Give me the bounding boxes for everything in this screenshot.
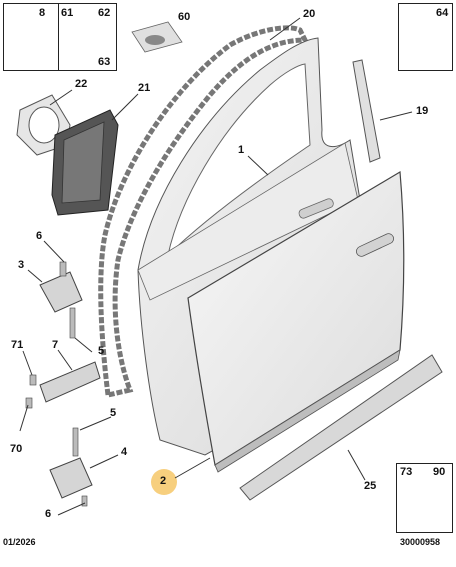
callout-7: 7 (52, 339, 59, 351)
footer-reference: 30000958 (400, 537, 441, 547)
callout-90: 90 (433, 466, 446, 478)
callout-61: 61 (61, 7, 74, 19)
callout-8: 8 (39, 7, 46, 19)
sill-moulding (239, 354, 443, 501)
door-check-strap-part (25, 361, 101, 409)
callout-60: 60 (178, 11, 191, 23)
callout-64: 64 (436, 7, 449, 19)
callout-6-lower: 6 (45, 508, 52, 520)
highlight-marker (151, 469, 177, 495)
window-trim-strip (352, 59, 381, 163)
clips-box-art (131, 21, 183, 53)
divider-line (58, 3, 59, 71)
skin-lower-edge (214, 349, 401, 473)
decal-parts-box (3, 3, 117, 71)
fastener-box (396, 463, 453, 533)
callout-20: 20 (303, 8, 316, 20)
callout-73: 73 (400, 466, 413, 478)
inner-handle-recess (298, 198, 334, 219)
door-window-opening (167, 63, 311, 257)
callout-1: 1 (238, 144, 245, 156)
door-seal (98, 25, 310, 399)
callout-19: 19 (416, 105, 429, 117)
callout-5-upper: 5 (98, 345, 105, 357)
outer-handle (356, 233, 394, 257)
grommet-box (398, 3, 453, 71)
callout-6-upper: 6 (36, 230, 43, 242)
callout-25: 25 (364, 480, 377, 492)
callout-5-lower: 5 (110, 407, 117, 419)
callout-3: 3 (18, 259, 25, 271)
callout-2: 2 (160, 475, 167, 487)
callout-71: 71 (11, 339, 24, 351)
callout-4: 4 (121, 446, 128, 458)
callout-70: 70 (10, 443, 23, 455)
upper-hinge-part (39, 261, 83, 339)
callout-63: 63 (98, 56, 111, 68)
leader-lines (19, 17, 413, 516)
callout-62: 62 (98, 7, 111, 19)
footer-date: 01/2026 (3, 537, 36, 547)
lower-hinge-part (49, 427, 93, 507)
callout-21: 21 (138, 82, 151, 94)
callout-22: 22 (75, 78, 88, 90)
